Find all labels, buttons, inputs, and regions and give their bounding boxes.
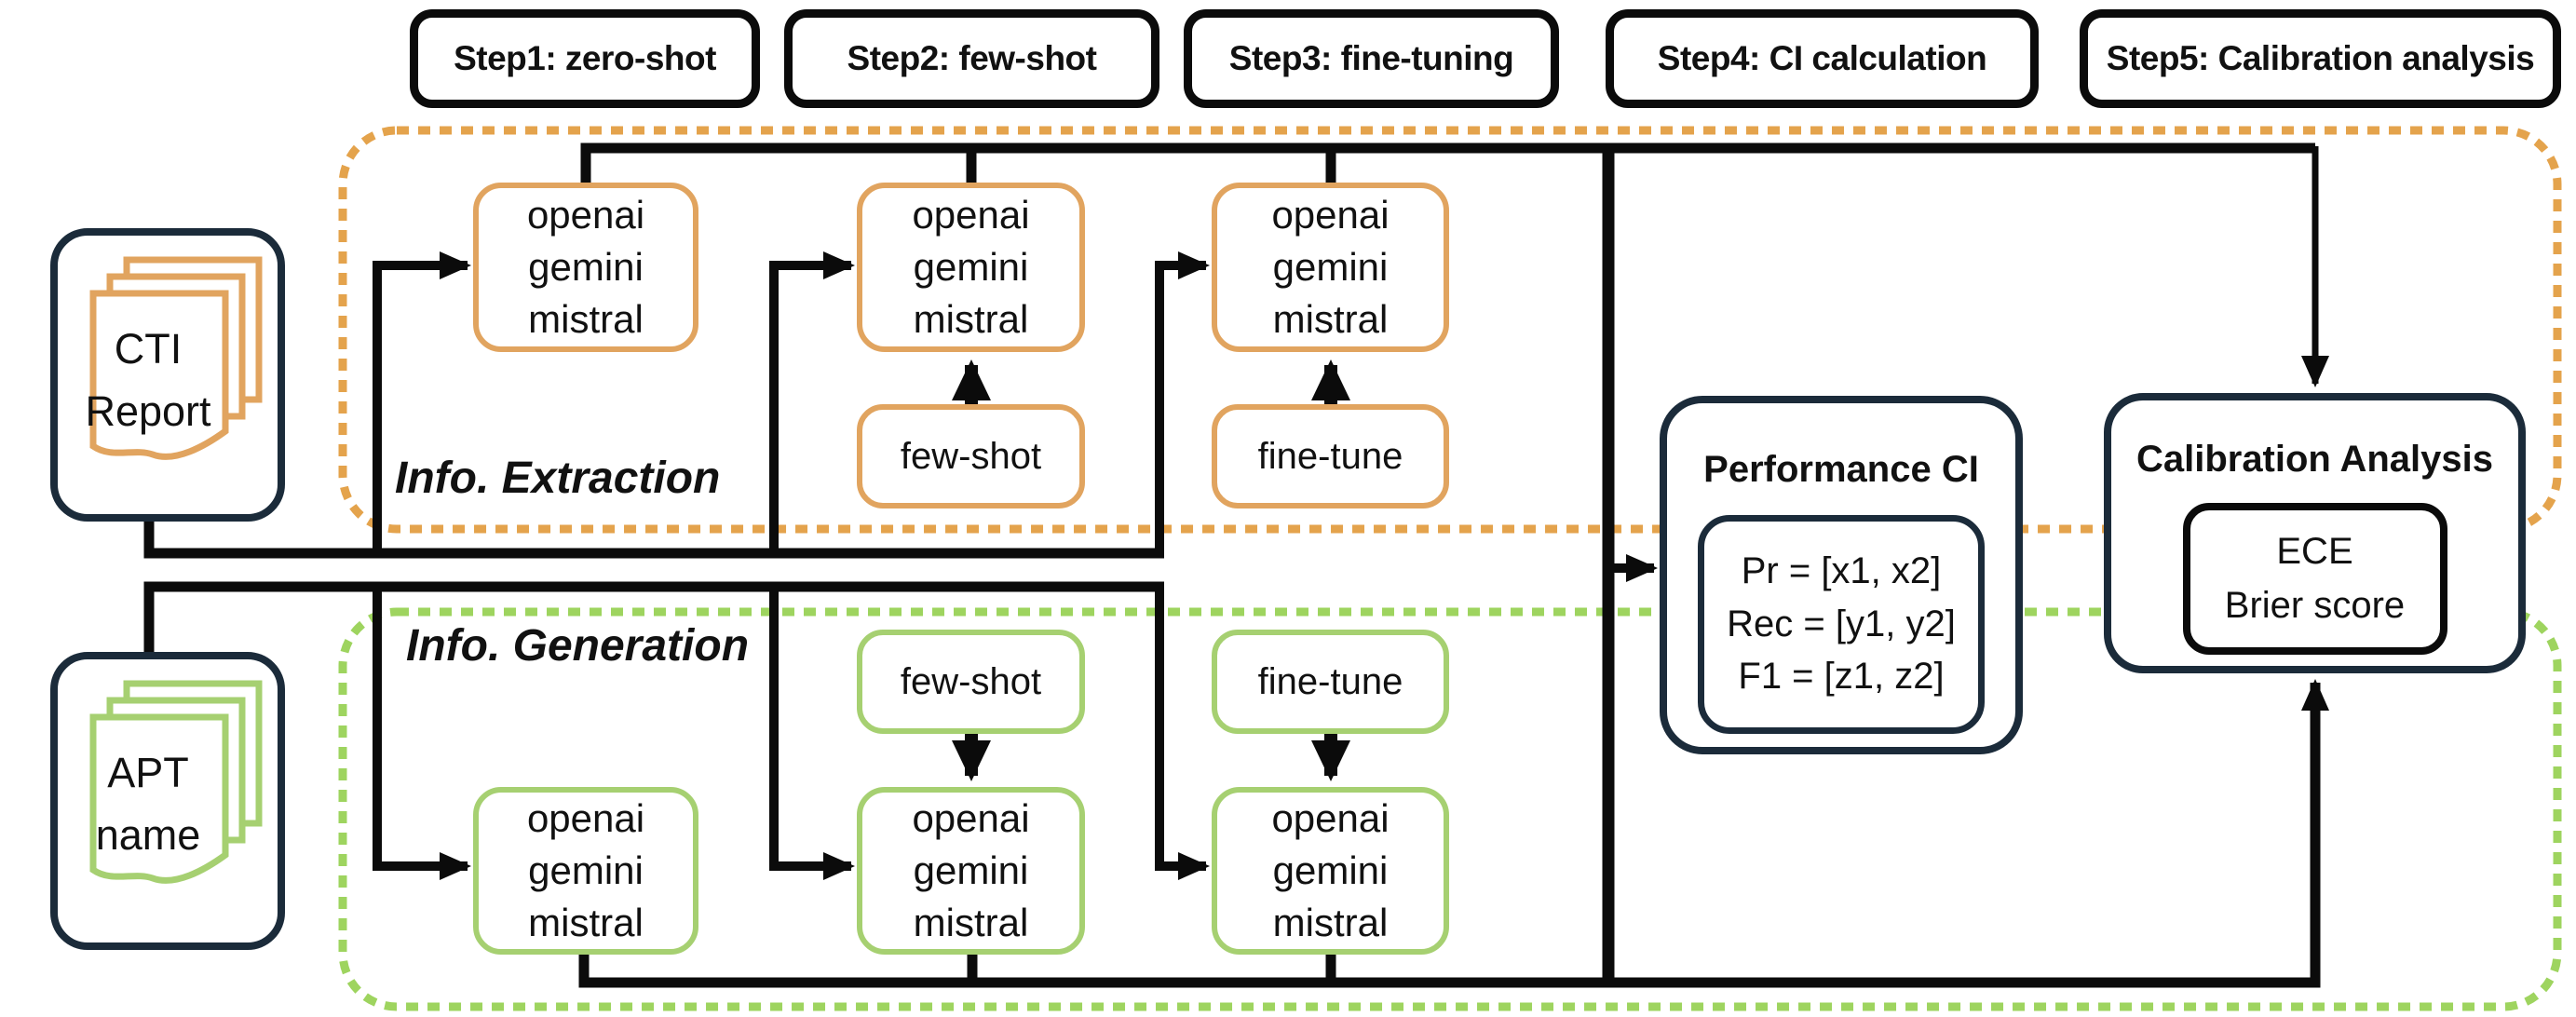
cti-report-label: CTI Report: [69, 310, 227, 450]
apt-line1: APT: [107, 748, 189, 796]
calibration-ece: ECE: [2276, 531, 2353, 572]
step5-header: Step5: Calibration analysis: [2080, 9, 2561, 108]
performance-ci-title: Performance CI: [1703, 448, 1979, 490]
connector-apt-arrow-model2: [769, 587, 855, 880]
connector-cti-arrow-model2: [769, 251, 855, 553]
connector-bottom-rail: [578, 679, 2329, 988]
model-line: openai: [912, 192, 1030, 237]
connector-cti-arrow-model3: [1155, 251, 1210, 553]
extraction-model-box-fewshot: openai gemini mistral: [857, 183, 1085, 352]
extraction-fewshot-label: few-shot: [900, 435, 1042, 477]
model-line: gemini: [528, 244, 644, 289]
performance-ci-rec: Rec = [y1, y2]: [1727, 603, 1956, 644]
model-line: mistral: [1272, 297, 1389, 342]
extraction-track-label: Info. Extraction: [395, 454, 721, 503]
step4-header: Step4: CI calculation: [1606, 9, 2039, 108]
model-line: gemini: [913, 848, 1029, 892]
model-line: gemini: [528, 848, 644, 892]
performance-ci-pr: Pr = [x1, x2]: [1741, 549, 1942, 591]
model-line: mistral: [528, 901, 644, 945]
connector-apt-feed-rail: [143, 581, 1164, 656]
cti-line2: Report: [85, 387, 211, 435]
apt-name-source: APT name: [50, 652, 285, 950]
model-line: gemini: [1272, 848, 1389, 892]
apt-name-label: APT name: [69, 734, 227, 874]
performance-ci-box: Performance CI Pr = [x1, x2] Rec = [y1, …: [1660, 396, 2023, 754]
connector-apt-arrow-model1: [373, 587, 471, 880]
model-line: openai: [526, 795, 645, 840]
extraction-finetune-box: fine-tune: [1212, 404, 1449, 508]
step4-label: Step4: CI calculation: [1657, 39, 1987, 77]
performance-ci-f1: F1 = [z1, z2]: [1738, 656, 1945, 698]
step3-header: Step3: fine-tuning: [1184, 9, 1559, 108]
generation-track-label: Info. Generation: [406, 621, 750, 671]
model-line: openai: [1271, 795, 1390, 840]
model-line: mistral: [1272, 901, 1389, 945]
connector-top-rail: [580, 142, 2315, 184]
generation-model-box-fewshot: openai gemini mistral: [857, 787, 1085, 955]
step3-label: Step3: fine-tuning: [1228, 39, 1514, 77]
generation-track-border: [338, 607, 2562, 1011]
apt-line2: name: [95, 811, 201, 859]
connector-apt-arrow-model3: [1155, 587, 1210, 880]
calibration-brier: Brier score: [2224, 585, 2406, 626]
extraction-model-box-finetune: openai gemini mistral: [1212, 183, 1449, 352]
extraction-track-border: [338, 126, 2562, 534]
generation-finetune-box: fine-tune: [1212, 630, 1449, 734]
extraction-model-box-zeroshot: openai gemini mistral: [473, 183, 698, 352]
apt-name-doc-stack-icon: [89, 680, 263, 884]
performance-ci-values-box: Pr = [x1, x2] Rec = [y1, y2] F1 = [z1, z…: [1698, 514, 1985, 734]
step2-label: Step2: few-shot: [847, 39, 1097, 77]
cti-report-doc-stack-icon: [89, 256, 263, 460]
model-line: openai: [1271, 192, 1390, 237]
generation-fewshot-box: few-shot: [857, 630, 1085, 734]
generation-model-box-finetune: openai gemini mistral: [1212, 787, 1449, 955]
model-line: gemini: [913, 244, 1029, 289]
step1-label: Step1: zero-shot: [454, 39, 716, 77]
generation-finetune-label: fine-tune: [1257, 660, 1403, 702]
step1-header: Step1: zero-shot: [410, 9, 760, 108]
step2-header: Step2: few-shot: [784, 9, 1159, 108]
calibration-analysis-title: Calibration Analysis: [2135, 438, 2494, 480]
cti-report-source: CTI Report: [50, 228, 285, 522]
generation-model-box-zeroshot: openai gemini mistral: [473, 787, 698, 955]
model-line: mistral: [913, 297, 1029, 342]
model-line: mistral: [528, 297, 644, 342]
model-line: openai: [526, 192, 645, 237]
connector-cti-arrow-model1: [373, 251, 471, 553]
cti-line1: CTI: [114, 324, 183, 373]
model-line: openai: [912, 795, 1030, 840]
model-line: gemini: [1272, 244, 1389, 289]
extraction-finetune-label: fine-tune: [1257, 435, 1403, 477]
calibration-metrics-box: ECE Brier score: [2182, 502, 2447, 655]
connector-cti-feed-rail: [143, 518, 1164, 559]
generation-fewshot-label: few-shot: [900, 660, 1042, 702]
model-line: mistral: [913, 901, 1029, 945]
step5-label: Step5: Calibration analysis: [2106, 39, 2535, 77]
calibration-analysis-box: Calibration Analysis ECE Brier score: [2104, 393, 2526, 673]
extraction-fewshot-box: few-shot: [857, 404, 1085, 508]
